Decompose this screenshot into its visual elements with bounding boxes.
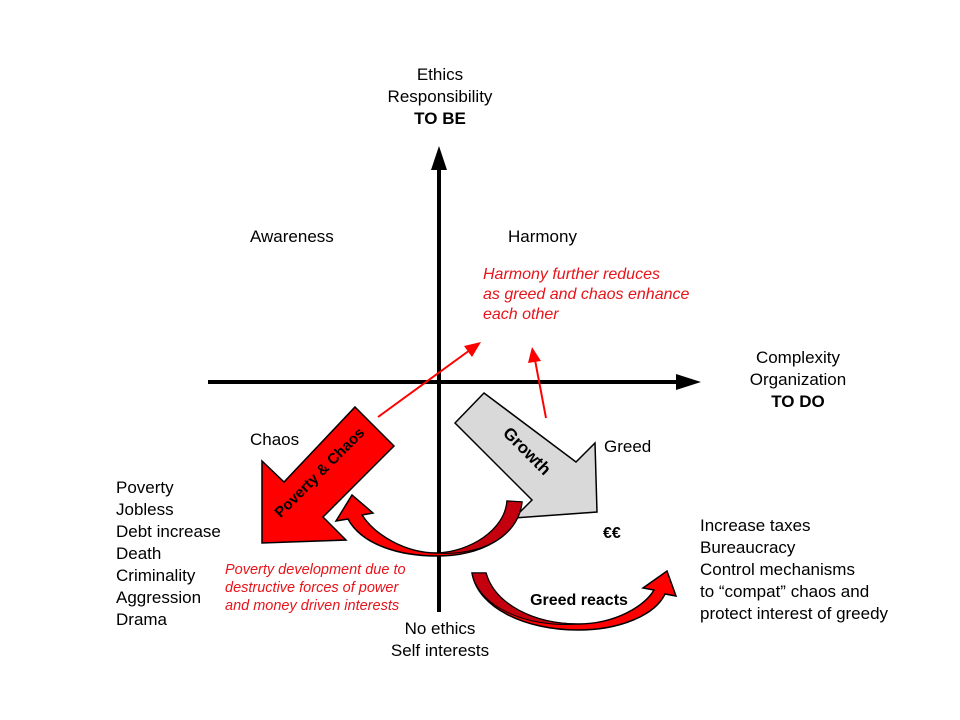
harmony-note-line: each other — [483, 306, 559, 323]
list-item: protect interest of greedy — [700, 604, 889, 623]
axis-label-ethics: Ethics — [416, 65, 464, 84]
axis-label-to-be: TO BE — [414, 109, 466, 128]
vertical-axis-arrowhead-icon — [431, 146, 447, 170]
quadrant-label-harmony: Harmony — [508, 227, 577, 246]
poverty-note-line: Poverty development due to — [225, 562, 406, 578]
greed-reacts-label: Greed reacts — [530, 592, 628, 609]
vertical-axis-bottom-label: No ethics Self interests — [370, 618, 510, 662]
chaos-to-harmony-arrow — [377, 349, 471, 418]
list-item: to “compat” chaos and — [700, 582, 870, 601]
quadrant-label-greed: Greed — [604, 437, 652, 456]
vertical-axis-top-label: Ethics Responsibility TO BE — [370, 64, 510, 130]
poverty-note-line: and money driven interests — [225, 598, 400, 614]
list-item: Control mechanisms — [700, 560, 855, 579]
list-item: Drama — [116, 610, 168, 629]
axis-label-to-do: TO DO — [771, 392, 825, 411]
quadrant-label-awareness: Awareness — [250, 227, 334, 246]
harmony-note: Harmony further reduces as greed and cha… — [483, 265, 689, 325]
growth-arrow: Growth — [453, 392, 598, 519]
greed-reacts-curve-arrow: Greed reacts — [471, 569, 678, 631]
axis-label-no-ethics: No ethics — [404, 619, 476, 638]
poverty-chaos-arrow: Poverty & Chaos — [261, 405, 396, 544]
list-item: Increase taxes — [700, 516, 811, 535]
list-item: Criminality — [116, 566, 196, 585]
greed-effects-list: Increase taxes Bureaucracy Control mecha… — [700, 515, 888, 625]
horizontal-axis-arrowhead-icon — [676, 374, 701, 390]
harmony-note-line: as greed and chaos enhance — [483, 286, 690, 303]
quadrant-label-chaos: Chaos — [250, 430, 300, 449]
euro-label: €€ — [603, 525, 621, 542]
poverty-note: Poverty development due to destructive f… — [225, 561, 406, 615]
axis-label-complexity: Complexity — [755, 348, 841, 367]
axis-label-organization: Organization — [749, 370, 847, 389]
list-item: Jobless — [116, 500, 174, 519]
chaos-to-harmony-arrowhead-icon — [464, 342, 481, 357]
harmony-note-line: Harmony further reduces — [483, 266, 660, 283]
horizontal-axis-right-label: Complexity Organization TO DO — [728, 347, 868, 413]
axis-label-responsibility: Responsibility — [387, 87, 493, 106]
list-item: Bureaucracy — [700, 538, 796, 557]
greed-to-harmony-arrowhead-icon — [528, 347, 541, 363]
greed-to-harmony-arrow — [534, 359, 547, 419]
list-item: Aggression — [116, 588, 202, 607]
list-item: Death — [116, 544, 162, 563]
list-item: Poverty — [116, 478, 174, 497]
feedback-curve-arrow-left — [334, 493, 523, 557]
axis-label-self-interests: Self interests — [390, 641, 490, 660]
list-item: Debt increase — [116, 522, 221, 541]
poverty-effects-list: Poverty Jobless Debt increase Death Crim… — [116, 477, 221, 631]
poverty-note-line: destructive forces of power — [225, 580, 399, 596]
